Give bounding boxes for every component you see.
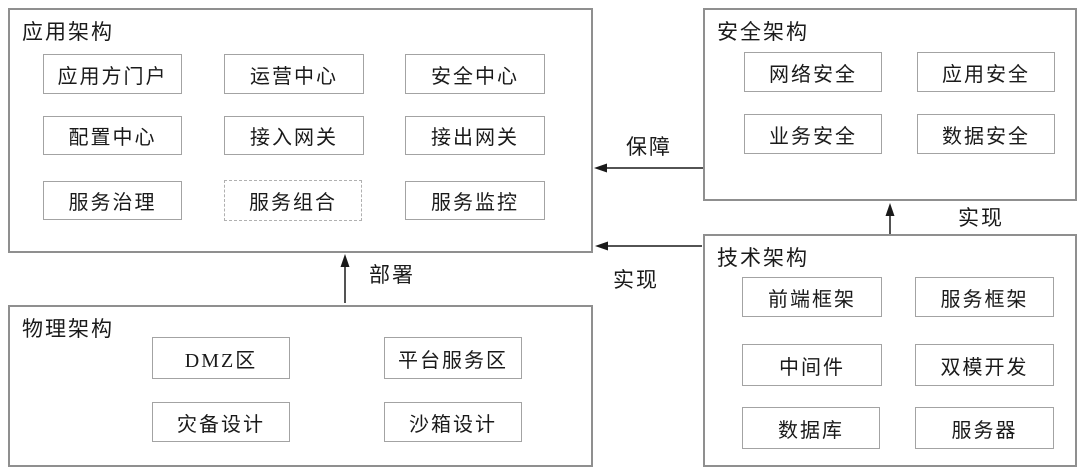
node-business-security: 业务安全 [744,114,882,154]
edge-label-implement-application: 实现 [613,268,659,292]
edge-label-implement-security: 实现 [958,206,1004,230]
arrow-deploy [340,254,350,303]
arrow-guarantee [594,163,703,173]
node-service-composition: 服务组合 [224,180,362,221]
node-network-security: 网络安全 [744,52,882,92]
group-application-architecture: 应用架构 应用方门户 运营中心 安全中心 配置中心 接入网关 接出网关 服务治理… [8,8,593,253]
node-inbound-gateway: 接入网关 [224,116,364,155]
arrow-implement-to-security [885,203,895,234]
group-security-architecture: 安全架构 网络安全 应用安全 业务安全 数据安全 [703,8,1077,201]
node-service-framework: 服务框架 [915,277,1054,317]
node-platform-service-zone: 平台服务区 [384,337,522,379]
node-outbound-gateway: 接出网关 [405,116,545,155]
node-database: 数据库 [742,407,880,449]
group-title-technology: 技术架构 [717,246,809,270]
node-server: 服务器 [915,407,1054,449]
group-technology-architecture: 技术架构 前端框架 服务框架 中间件 双模开发 数据库 服务器 [703,234,1077,467]
node-disaster-recovery-design: 灾备设计 [152,402,290,442]
node-operation-center: 运营中心 [224,54,364,94]
node-middleware: 中间件 [742,344,882,386]
node-data-security: 数据安全 [917,114,1055,154]
group-title-physical: 物理架构 [22,317,114,341]
node-service-governance: 服务治理 [43,181,182,220]
group-title-security: 安全架构 [717,20,809,44]
arrow-implement-to-application [595,241,702,251]
edge-label-guarantee: 保障 [626,135,672,159]
node-application-security: 应用安全 [917,52,1055,92]
node-app-portal: 应用方门户 [43,54,182,94]
node-dmz-zone: DMZ区 [152,337,290,379]
node-sandbox-design: 沙箱设计 [384,402,522,442]
node-security-center: 安全中心 [405,54,545,94]
edge-label-deploy: 部署 [369,263,415,287]
node-bimodal-development: 双模开发 [915,344,1054,386]
node-service-monitoring: 服务监控 [405,181,545,220]
node-frontend-framework: 前端框架 [742,277,882,317]
group-physical-architecture: 物理架构 DMZ区 平台服务区 灾备设计 沙箱设计 [8,305,593,467]
group-title-application: 应用架构 [22,20,114,44]
node-config-center: 配置中心 [43,116,182,155]
